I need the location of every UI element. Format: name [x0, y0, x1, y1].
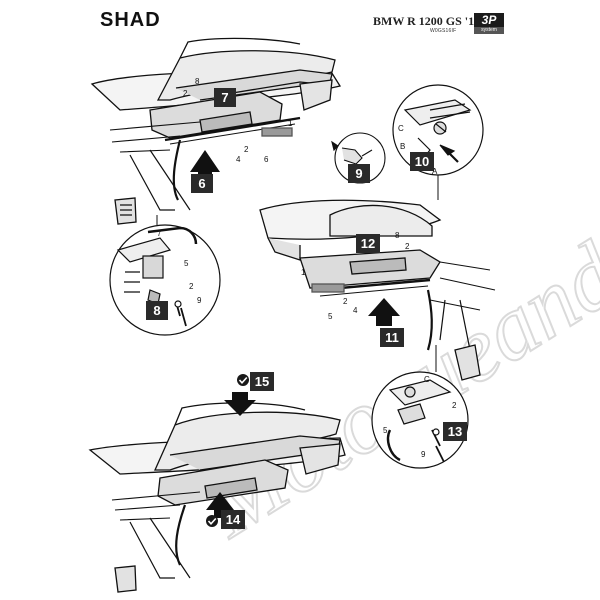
3p-system-badge: 3P system: [474, 13, 504, 34]
badge-bottom: system: [474, 27, 504, 34]
model-title: BMW R 1200 GS '16: [373, 14, 481, 28]
part-number: 4: [353, 306, 358, 315]
badge-top: 3P: [474, 13, 504, 27]
part-number: 6: [264, 155, 269, 164]
detail-circle-10: [392, 84, 484, 176]
step-12-label: 12: [356, 234, 380, 253]
push-arrow-15: [224, 392, 256, 416]
step-11-label: 11: [380, 328, 404, 347]
reference-code: W0GS16IF: [430, 28, 457, 34]
step-6-label: 6: [191, 174, 213, 193]
part-number: 9: [421, 450, 426, 459]
check-icon: [206, 515, 218, 527]
brand-logo: SHAD: [100, 9, 161, 31]
part-number: 7: [157, 229, 162, 238]
part-number: 2: [343, 297, 348, 306]
part-number: 4: [236, 155, 241, 164]
part-number: 1: [301, 268, 306, 277]
part-number: 5: [184, 259, 189, 268]
detail-circle-13: [371, 371, 469, 469]
detail-circle-9: [331, 132, 386, 184]
step-15-label: 15: [250, 372, 274, 391]
detail-circle-8: [109, 224, 221, 336]
part-letter: A: [432, 167, 438, 176]
push-arrow-11: [368, 298, 400, 326]
part-number: 2: [183, 89, 188, 98]
part-letter: C: [398, 124, 404, 133]
part-number: 1: [288, 119, 293, 128]
check-icon: [237, 374, 249, 386]
step-8-label: 8: [146, 301, 168, 320]
step-13-label: 13: [443, 422, 467, 441]
push-arrow-6: [190, 150, 220, 182]
part-number: 5: [383, 426, 388, 435]
motorcycle-top-left: [90, 37, 342, 225]
step-14-label: 14: [221, 510, 245, 529]
part-number: 2: [452, 401, 457, 410]
motorcycle-middle-right: [259, 199, 496, 381]
step-10-label: 10: [410, 152, 434, 171]
part-letter: B: [400, 142, 406, 151]
part-number: 2: [189, 282, 194, 291]
part-number: 9: [197, 296, 202, 305]
step-7-label: 7: [214, 88, 236, 107]
step-9-label: 9: [348, 164, 370, 183]
part-number: 2: [244, 145, 249, 154]
part-number: 2: [405, 242, 410, 251]
motorcycle-bottom-left: [88, 402, 346, 593]
part-number: 8: [195, 77, 200, 86]
part-number: 8: [395, 231, 400, 240]
part-letter: C: [424, 375, 430, 384]
part-number: 5: [328, 312, 333, 321]
push-arrow-14: [206, 492, 234, 518]
